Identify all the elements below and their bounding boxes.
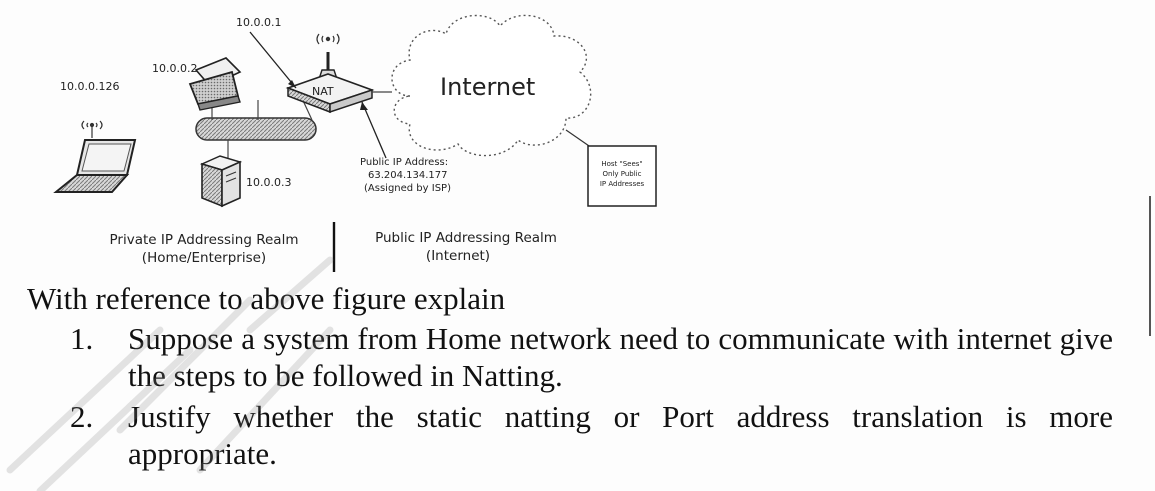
question-lead: With reference to above figure explain [27,281,506,316]
page-edge-shadow [1149,196,1151,336]
nat-label: NAT [312,85,334,98]
public-ip-line-3: (Assigned by ISP) [364,183,451,194]
host-note-line-2: Only Public [603,170,642,178]
private-realm-sublabel: (Home/Enterprise) [142,250,266,266]
printer-icon [188,57,242,111]
public-ip-pointer [361,101,387,159]
ip-label-server: 10.0.0.3 [246,176,291,189]
nat-network-diagram: NAT Internet Host "Sees" Only Public IP … [53,14,657,272]
public-ip-line-1: Public IP Address: [360,157,448,168]
private-realm-label: Private IP Addressing Realm [110,232,299,248]
ip-label-printer: 10.0.0.2 [152,62,197,75]
internet-label: Internet [440,73,535,101]
question-item-text: Justify whether the static natting or Po… [128,399,1113,471]
router-wifi-icon [316,33,340,45]
public-realm-sublabel: (Internet) [426,248,490,264]
nat-router-icon [285,52,375,114]
public-realm-label: Public IP Addressing Realm [375,230,557,246]
host-note-line-1: Host "Sees" [601,160,642,168]
question-item-text: Suppose a system from Home network need … [128,321,1113,393]
host-note-line-3: IP Addresses [600,180,645,188]
host-note-box [587,145,657,207]
laptop-wifi-icon [81,120,103,138]
router-ip-pointer [249,31,297,89]
public-ip-line-2: 63.204.134.177 [368,170,448,181]
router-ip-arrowhead [288,80,296,88]
internet-cloud [391,14,592,157]
question-item-number: 2. [70,399,94,434]
laptop-icon [53,139,137,193]
lan-backbone [195,93,317,160]
ip-label-laptop: 10.0.0.126 [60,80,119,93]
question-item-1: 1. Suppose a system from Home network ne… [70,320,1120,400]
ip-label-router: 10.0.0.1 [236,16,281,29]
question-item-number: 1. [70,321,94,356]
host-note-connector [565,129,593,149]
public-ip-arrowhead [360,102,368,110]
server-icon [199,155,243,208]
question-item-2: 2. Justify whether the static natting or… [70,398,1120,478]
